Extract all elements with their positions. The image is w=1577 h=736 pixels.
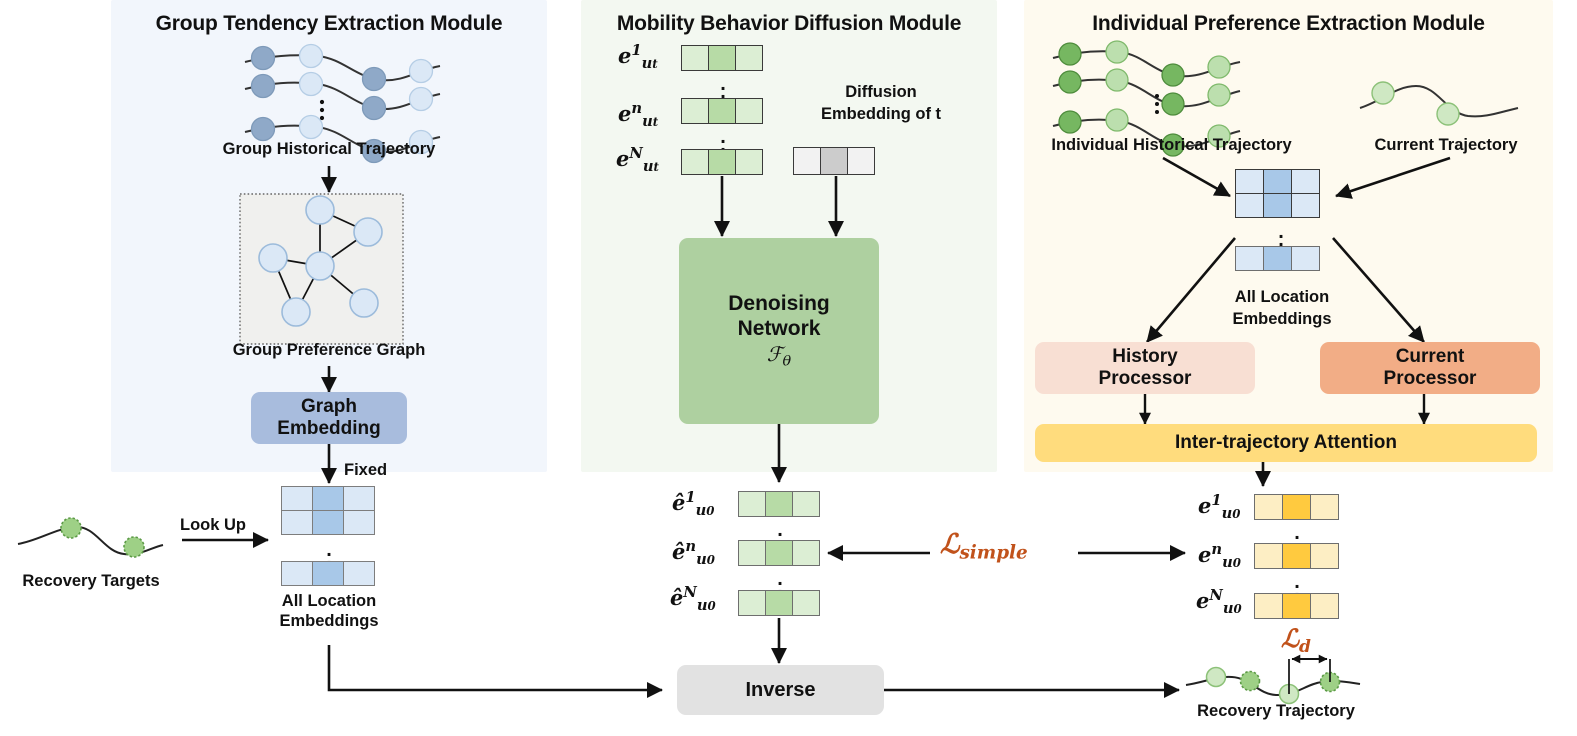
all-location-embeddings-grid-right (1235, 169, 1320, 219)
diffusion-output-row-N (738, 590, 820, 617)
all-location-embeddings-grid-right-last (1235, 246, 1320, 272)
token-ehat-u0-N: êNu0 (670, 584, 716, 615)
diffusion-input-row-N (681, 149, 763, 176)
label-all-location-embeddings-left-2: Embeddings (279, 612, 379, 630)
token-e-u0-1: e1u0 (1198, 492, 1241, 523)
graph-embedding-box[interactable]: Graph Embedding (251, 392, 407, 444)
label-individual-historical-trajectory: Individual Historical Trajectory (1051, 136, 1292, 154)
loss-simple: ℒsimple (940, 529, 1028, 564)
loss-simple-sub: simple (959, 542, 1028, 564)
graph-embedding-line1: Graph (301, 396, 357, 418)
history-processor-box[interactable]: History Processor (1035, 342, 1255, 394)
token-e-u0-n: enu0 (1198, 541, 1241, 572)
token-e-u0-N: eNu0 (1196, 587, 1242, 618)
diffusion-output-row-n (738, 540, 820, 567)
current-processor-line2: Processor (1383, 368, 1477, 389)
history-processor-line1: History (1112, 346, 1178, 368)
denoising-network-box[interactable]: Denoising Network ℱθ (679, 238, 879, 424)
denoising-line2: Network (737, 316, 821, 340)
label-diffusion-embedding-2: Embedding of t (820, 105, 942, 123)
diffusion-input-row-1 (681, 45, 763, 72)
diffusion-embedding-grid (793, 147, 875, 176)
diffusion-output-row-1 (738, 491, 820, 518)
panel-title-diffusion: Mobility Behavior Diffusion Module (616, 12, 962, 35)
individual-output-row-n (1254, 543, 1339, 570)
loss-distance: ℒd (1281, 624, 1311, 658)
label-fixed: Fixed (344, 461, 388, 479)
inverse-box[interactable]: Inverse (677, 665, 884, 715)
loss-distance-sub: d (1299, 637, 1311, 658)
recovery-targets-glyph (17, 517, 164, 558)
graph-embedding-line2: Embedding (277, 418, 381, 439)
all-location-embeddings-grid-left (281, 486, 375, 536)
token-ehat-u0-1: ê1u0 (672, 489, 715, 520)
token-ehat-u0-n: ênu0 (672, 538, 715, 569)
panel-individual-preference (1024, 0, 1553, 472)
diffusion-input-row-n (681, 98, 763, 125)
history-processor-line2: Processor (1098, 368, 1192, 389)
denoising-line1: Denoising (728, 292, 830, 316)
denoising-symbol-sub: θ (782, 353, 792, 370)
attention-bar-label: Inter-trajectory Attention (1174, 432, 1398, 454)
label-group-historical-trajectory: Group Historical Trajectory (222, 140, 436, 158)
current-processor-box[interactable]: Current Processor (1320, 342, 1540, 394)
recovery-trajectory-glyph (1185, 654, 1361, 705)
individual-output-row-1 (1254, 494, 1339, 521)
inter-trajectory-attention-bar[interactable]: Inter-trajectory Attention (1035, 424, 1537, 462)
label-recovery-targets: Recovery Targets (22, 572, 160, 590)
label-diffusion-embedding-1: Diffusion (845, 83, 917, 101)
label-look-up: Look Up (180, 516, 246, 534)
inverse-label: Inverse (745, 678, 816, 701)
token-e-ut-N: eNut (616, 145, 659, 176)
label-recovery-trajectory: Recovery Trajectory (1197, 702, 1355, 720)
label-all-location-embeddings-right-2: Embeddings (1232, 310, 1332, 328)
panel-title-group: Group Tendency Extraction Module (155, 12, 503, 35)
token-e-ut-n: enut (618, 100, 659, 131)
denoising-symbol: ℱθ (766, 341, 792, 370)
label-all-location-embeddings-right-1: All Location (1234, 288, 1330, 306)
token-e-ut-1: e1ut (618, 42, 658, 73)
label-current-trajectory: Current Trajectory (1374, 136, 1518, 154)
all-location-embeddings-grid-left-last (281, 561, 375, 587)
panel-title-individual: Individual Preference Extraction Module (1092, 12, 1485, 35)
label-group-preference-graph: Group Preference Graph (232, 341, 426, 359)
label-all-location-embeddings-left-1: All Location (281, 592, 377, 610)
individual-output-row-N (1254, 593, 1339, 620)
current-processor-line1: Current (1395, 346, 1465, 368)
